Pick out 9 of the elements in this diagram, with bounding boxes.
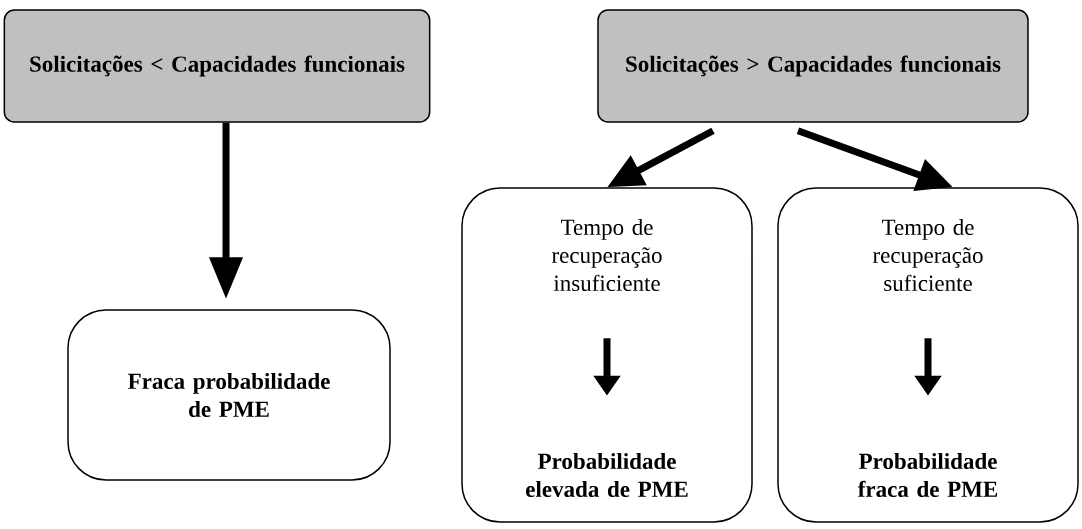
box-text: Probabilidade fraca de PME: [857, 452, 998, 498]
rounded-box: [461, 187, 753, 523]
header-box: Solicitações > Capacidades funcionais: [597, 9, 1029, 123]
rounded-box: [777, 187, 1079, 523]
box-text: Probabilidade elevada de PME: [526, 452, 688, 498]
header-box: Solicitações < Capacidades funcionais: [3, 9, 431, 123]
rounded-box: Fraca probabilidade de PME: [67, 309, 391, 481]
box-text: Tempo de recuperação insuficiente: [551, 218, 662, 292]
box-text: Tempo de recuperação suficiente: [872, 218, 983, 292]
